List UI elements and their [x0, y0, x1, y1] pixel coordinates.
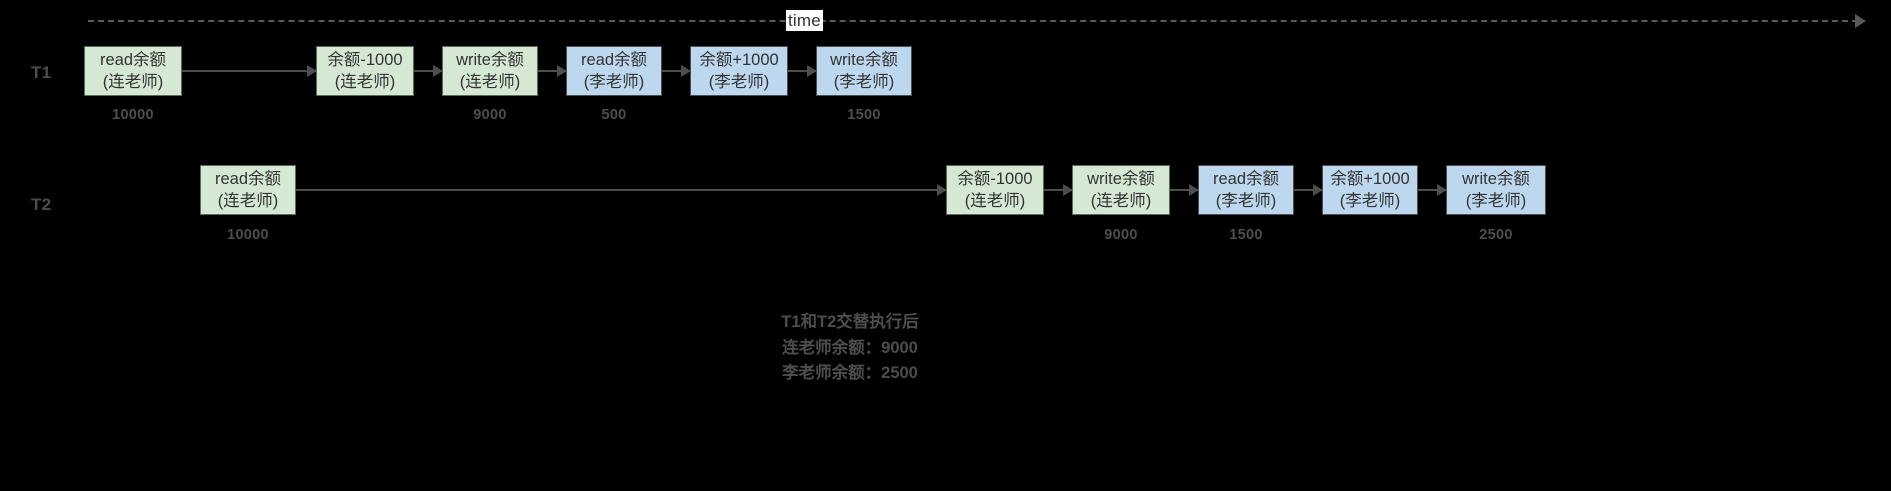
t2-step-3-node[interactable]: write余额 (连老师)	[1072, 165, 1170, 215]
t1-step-4-line2: (李老师)	[583, 73, 645, 91]
t1-step-2-node[interactable]: 余额-1000 (连老师)	[316, 46, 414, 96]
t2-connector-3-4	[1170, 184, 1199, 196]
t1-step-6-line2: (李老师)	[833, 73, 895, 91]
t1-connector-1-2	[182, 65, 317, 77]
time-axis-label: time	[786, 10, 823, 31]
t1-step-5-line1: 余额+1000	[699, 51, 779, 69]
t1-step-3-line2: (连老师)	[459, 73, 521, 91]
summary-line-1: T1和T2交替执行后	[781, 313, 919, 331]
t1-step-3-value: 9000	[473, 107, 507, 123]
summary-line-2: 连老师余额：9000	[782, 338, 918, 357]
t2-connector-4-5	[1294, 184, 1323, 196]
t1-step-3-node[interactable]: write余额 (连老师)	[442, 46, 538, 96]
t2-step-5-node[interactable]: 余额+1000 (李老师)	[1322, 165, 1418, 215]
t1-step-6-node[interactable]: write余额 (李老师)	[816, 46, 912, 96]
t2-step-5-line2: (李老师)	[1339, 192, 1401, 210]
t1-step-5-line2: (李老师)	[708, 73, 770, 91]
t1-step-4-value: 500	[601, 107, 627, 123]
t2-connector-2-3	[1044, 184, 1073, 196]
t2-connector-1-2	[296, 184, 947, 196]
t2-step-2-node[interactable]: 余额-1000 (连老师)	[946, 165, 1044, 215]
t2-step-6-node[interactable]: write余额 (李老师)	[1446, 165, 1546, 215]
t2-connector-5-6	[1418, 184, 1447, 196]
t1-step-1-line2: (连老师)	[102, 73, 164, 91]
t2-step-5-line1: 余额+1000	[1330, 170, 1410, 188]
t2-step-1-node[interactable]: read余额 (连老师)	[200, 165, 296, 215]
t2-step-4-value: 1500	[1229, 227, 1263, 243]
t1-step-4-line1: read余额	[580, 51, 648, 69]
t1-step-6-value: 1500	[847, 107, 881, 123]
t1-connector-5-6	[788, 65, 817, 77]
t1-step-2-line1: 余额-1000	[327, 51, 403, 69]
t1-step-1-value: 10000	[112, 107, 154, 123]
t2-step-4-node[interactable]: read余额 (李老师)	[1198, 165, 1294, 215]
t2-step-1-value: 10000	[227, 227, 269, 243]
summary-block: T1和T2交替执行后 连老师余额：9000 李老师余额：2500	[700, 310, 1000, 387]
t2-step-3-value: 9000	[1104, 227, 1138, 243]
t1-step-5-node[interactable]: 余额+1000 (李老师)	[690, 46, 788, 96]
time-axis-arrowhead	[1855, 14, 1866, 28]
t1-connector-3-4	[538, 65, 567, 77]
t2-step-2-line1: 余额-1000	[957, 170, 1033, 188]
lane-label-t2: T2	[31, 195, 52, 214]
t2-step-1-line2: (连老师)	[217, 192, 279, 210]
t1-step-6-line1: write余额	[830, 51, 898, 69]
t1-step-1-node[interactable]: read余额 (连老师)	[84, 46, 182, 96]
t2-step-2-line2: (连老师)	[964, 192, 1026, 210]
t2-step-4-line1: read余额	[1212, 170, 1280, 188]
lane-label-t1: T1	[31, 63, 52, 82]
t2-step-1-line1: read余额	[214, 170, 282, 188]
t1-step-3-line1: write余额	[456, 51, 524, 69]
t1-connector-2-3	[414, 65, 443, 77]
t2-step-3-line1: write余额	[1087, 170, 1155, 188]
time-axis-line	[88, 20, 1858, 22]
t2-step-4-line2: (李老师)	[1215, 192, 1277, 210]
t2-step-6-value: 2500	[1479, 227, 1513, 243]
summary-line-3: 李老师余额：2500	[782, 364, 918, 382]
t2-step-6-line1: write余额	[1462, 170, 1530, 188]
t1-step-2-line2: (连老师)	[334, 73, 396, 91]
t2-step-3-line2: (连老师)	[1090, 192, 1152, 210]
t1-connector-4-5	[662, 65, 691, 77]
t1-step-1-line1: read余额	[99, 51, 167, 69]
t1-step-4-node[interactable]: read余额 (李老师)	[566, 46, 662, 96]
t2-step-6-line2: (李老师)	[1465, 192, 1527, 210]
